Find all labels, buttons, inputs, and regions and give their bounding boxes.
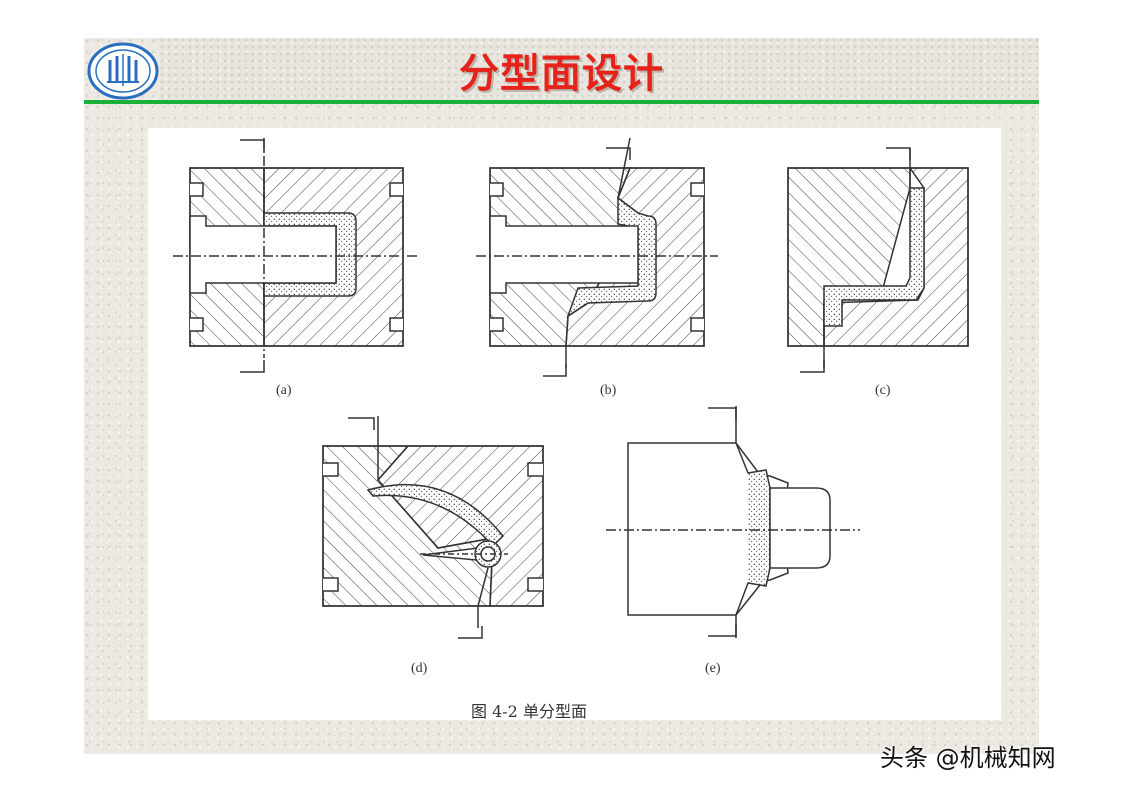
panel-label-c: (c) xyxy=(875,383,891,398)
panel-label-a: (a) xyxy=(276,383,292,398)
diagram-e xyxy=(606,406,860,638)
panel-label-e: (e) xyxy=(705,661,721,676)
diagram-c xyxy=(787,147,969,373)
diagram-b xyxy=(476,137,718,377)
panel-label-d: (d) xyxy=(411,661,428,676)
slide-title: 分型面设计 xyxy=(459,51,664,97)
figure-caption: 图 4-2 单分型面 xyxy=(471,702,587,720)
diagram-a xyxy=(173,138,418,373)
title-divider xyxy=(84,100,1039,104)
title-band xyxy=(160,38,1039,100)
diagram-d xyxy=(322,416,544,639)
mold-parting-diagram: (a) (b) (c) (d) (e) 图 4-2 单分型面 xyxy=(173,137,969,720)
panel-label-b: (b) xyxy=(600,383,617,398)
watermark: 头条 @机械知网 xyxy=(880,744,1056,772)
figure-panel: (a) (b) (c) (d) (e) 图 4-2 单分型面 xyxy=(148,128,1001,720)
university-logo xyxy=(87,42,159,100)
